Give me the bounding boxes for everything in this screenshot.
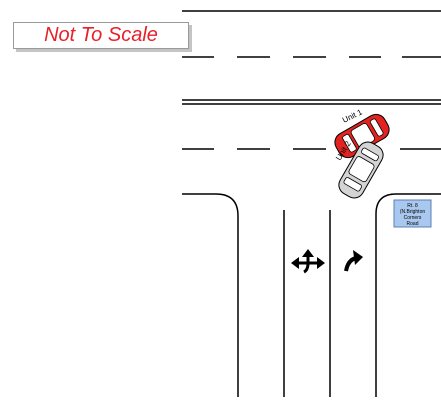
double-center-line [182, 99, 441, 105]
road-edge-bottom-right [375, 193, 441, 397]
sign-line-1: Rt. 8 [407, 203, 418, 209]
all-way-arrow-icon [291, 249, 325, 274]
right-turn-arrow-icon [344, 250, 363, 272]
road-edge-bottom-left [182, 193, 239, 397]
unit-2-vehicle [338, 141, 384, 199]
sign-line-4: Road [407, 221, 419, 227]
sign-line-3: Corners [404, 215, 422, 221]
road-name-sign: Rt. 8 (N.Brighton Corners Road [393, 199, 432, 228]
sign-line-2: (N.Brighton [400, 209, 426, 215]
unit-1-vehicle [334, 113, 390, 159]
not-to-scale-label: Not To Scale [13, 22, 189, 49]
